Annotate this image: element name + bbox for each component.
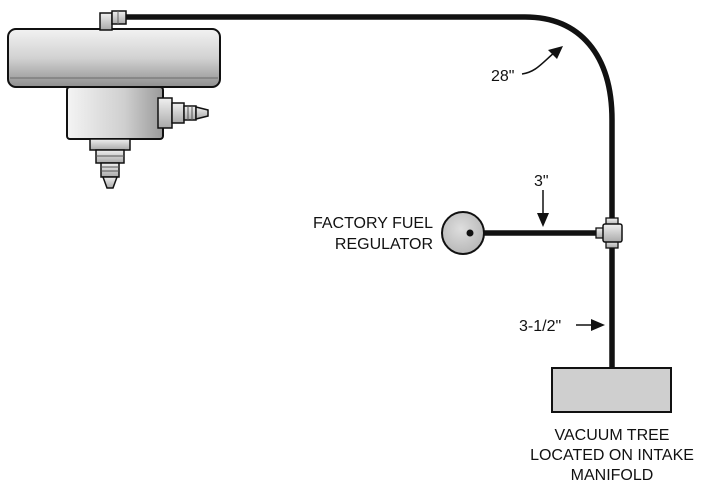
hose-28in [126,14,615,221]
arrow-3in [537,190,549,227]
canister-body [66,86,164,140]
label-hose-3in: 3" [534,173,549,190]
label-tree-line1: VACUUM TREE [555,427,670,444]
tee-fitting [595,217,623,249]
top-elbow-fitting [99,10,127,31]
label-tree-line3: MANIFOLD [571,467,654,484]
arrow-3-5in [576,319,605,331]
vacuum-tree-box [551,367,672,413]
regulator-port [466,229,474,237]
side-fitting [157,97,209,129]
bottom-fitting [89,138,131,189]
label-hose-3-5in: 3-1/2" [519,318,561,335]
factory-fuel-regulator [441,211,485,255]
arrow-28in [521,46,563,75]
label-tree-line2: LOCATED ON INTAKE [530,447,694,464]
canister-assembly [7,10,221,189]
label-regulator-line1: FACTORY FUEL [313,215,433,232]
label-hose-28in: 28" [491,68,514,85]
label-regulator-line2: REGULATOR [335,236,433,253]
